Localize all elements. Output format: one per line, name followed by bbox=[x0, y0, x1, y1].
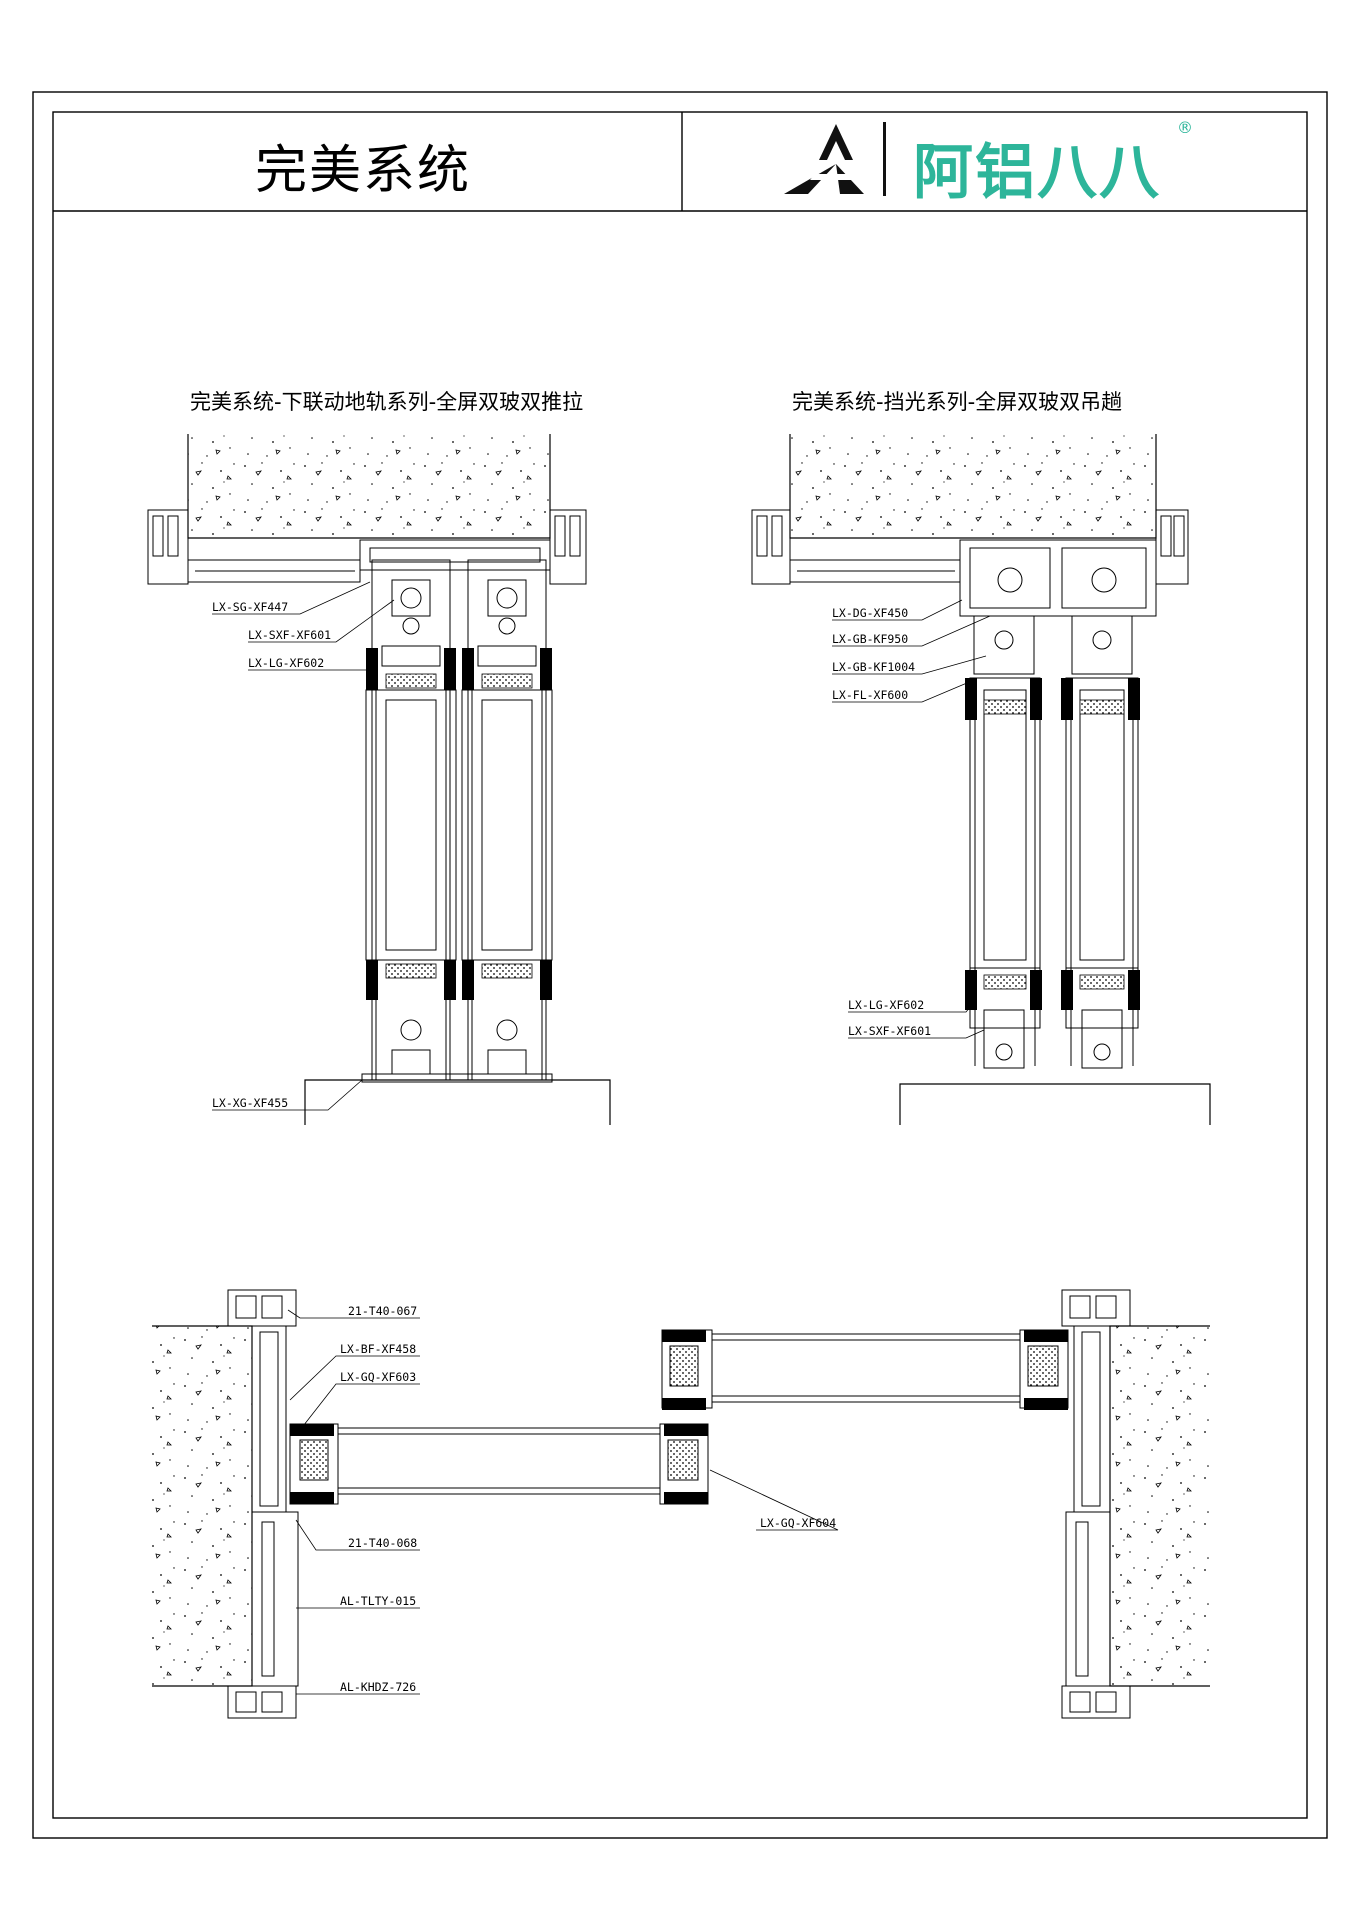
label-lx-sxf-xf601: LX-SXF-XF601 bbox=[248, 628, 331, 642]
label-lx-lg-xf602-right: LX-LG-XF602 bbox=[848, 998, 924, 1012]
label-lx-xg-xf455: LX-XG-XF455 bbox=[212, 1096, 288, 1110]
brand-name: 阿铝八八 bbox=[913, 138, 1161, 208]
right-section-drawing bbox=[751, 434, 1211, 1125]
registered-mark: ® bbox=[1177, 118, 1193, 137]
label-lx-gq-xf604: LX-GQ-XF604 bbox=[760, 1516, 836, 1530]
inner-border bbox=[52, 111, 1308, 1819]
label-lx-fl-xf600: LX-FL-XF600 bbox=[832, 688, 908, 702]
label-lx-sxf-xf601-right: LX-SXF-XF601 bbox=[848, 1024, 931, 1038]
label-lx-gq-xf603: LX-GQ-XF603 bbox=[340, 1370, 416, 1384]
left-section-title: 完美系统-下联动地轨系列-全屏双玻双推拉 bbox=[190, 390, 584, 414]
plan-view-drawing bbox=[152, 1289, 1210, 1719]
plan-view-labels: 21-T40-067 LX-BF-XF458 LX-GQ-XF603 21-T4… bbox=[340, 1304, 836, 1694]
label-lx-lg-xf602: LX-LG-XF602 bbox=[248, 656, 324, 670]
label-lx-gb-kf1004: LX-GB-KF1004 bbox=[832, 660, 915, 674]
label-lx-sg-xf447: LX-SG-XF447 bbox=[212, 600, 288, 614]
label-21-t40-068: 21-T40-068 bbox=[348, 1536, 417, 1550]
left-section-labels: LX-SG-XF447 LX-SXF-XF601 LX-LG-XF602 LX-… bbox=[212, 600, 331, 1110]
label-lx-dg-xf450: LX-DG-XF450 bbox=[832, 606, 908, 620]
label-al-khdz-726: AL-KHDZ-726 bbox=[340, 1680, 416, 1694]
brand-logo-icon bbox=[784, 122, 886, 196]
sheet-title: 完美系统 bbox=[255, 141, 472, 201]
right-section-title: 完美系统-挡光系列-全屏双玻双吊趟 bbox=[792, 390, 1123, 414]
label-al-tlty-015: AL-TLTY-015 bbox=[340, 1594, 416, 1608]
label-lx-gb-kf950: LX-GB-KF950 bbox=[832, 632, 908, 646]
right-section-labels: LX-DG-XF450 LX-GB-KF950 LX-GB-KF1004 LX-… bbox=[832, 606, 931, 1038]
label-21-t40-067: 21-T40-067 bbox=[348, 1304, 417, 1318]
label-lx-bf-xf458: LX-BF-XF458 bbox=[340, 1342, 416, 1356]
left-section-drawing bbox=[147, 434, 611, 1125]
outer-border bbox=[32, 91, 1328, 1839]
